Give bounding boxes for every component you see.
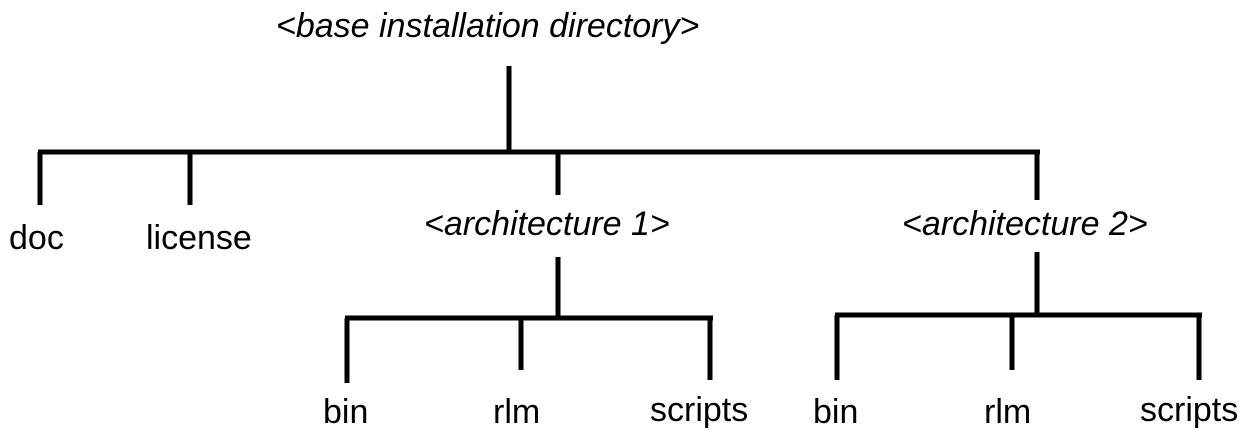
node-architecture-1: <architecture 1>: [424, 205, 670, 243]
root-label: <base installation directory>: [276, 7, 700, 45]
node-arch2-scripts: scripts: [1140, 391, 1239, 429]
node-arch1-rlm: rlm: [493, 393, 541, 431]
node-arch2-rlm: rlm: [984, 393, 1032, 431]
node-arch2-bin: bin: [813, 393, 859, 431]
node-arch1-scripts: scripts: [650, 391, 749, 429]
node-architecture-2: <architecture 2>: [902, 205, 1148, 243]
node-arch1-bin: bin: [323, 393, 369, 431]
node-doc: doc: [9, 219, 64, 257]
node-license: license: [146, 219, 252, 257]
